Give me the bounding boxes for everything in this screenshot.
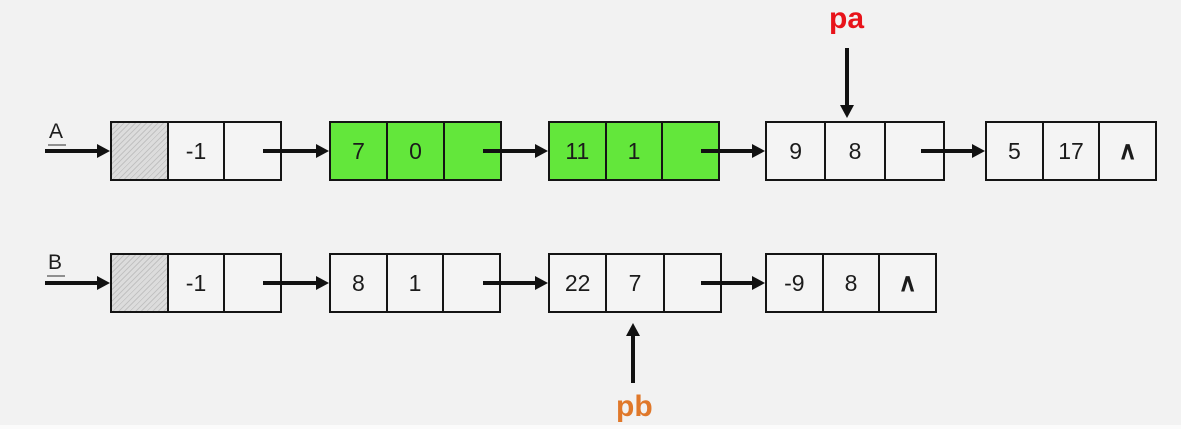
node-cell-value: 22 <box>550 255 608 311</box>
list-a-head-node: -1 <box>110 121 282 181</box>
hatched-cell <box>112 255 169 311</box>
list-a-arrow-1-2 <box>483 144 548 158</box>
node-cell-value: 0 <box>388 123 445 179</box>
node-cell-value: 7 <box>331 123 388 179</box>
null-pointer-cell: ∧ <box>1118 137 1137 165</box>
list-b-node-2: 22 7 <box>548 253 722 313</box>
list-a-label: A <box>48 120 67 147</box>
list-a-node-3: 9 8 <box>765 121 945 181</box>
node-cell-value: 9 <box>767 123 827 179</box>
list-a-arrow-3-4 <box>921 144 985 158</box>
pb-pointer-label: pb <box>616 390 653 423</box>
list-a-entry-arrow <box>45 144 110 158</box>
list-b-node-1: 8 1 <box>329 253 501 313</box>
node-cell-value: 7 <box>607 255 665 311</box>
list-b-arrow-1-2 <box>483 276 548 290</box>
node-cell-value: 8 <box>331 255 388 311</box>
list-b-arrow-2-3 <box>701 276 765 290</box>
list-b-arrow-0-1 <box>263 276 329 290</box>
node-cell-value: -1 <box>169 255 226 311</box>
node-cell-value: -9 <box>767 255 824 311</box>
hatched-cell <box>112 123 169 179</box>
list-a-tail-node: 5 17 ∧ <box>985 121 1157 181</box>
list-b-label: B <box>47 251 66 278</box>
bottom-edge <box>0 425 1181 429</box>
null-pointer-cell: ∧ <box>898 269 917 297</box>
node-cell-value: -1 <box>169 123 226 179</box>
pb-pointer-arrow <box>626 323 640 383</box>
node-cell-value: 8 <box>824 255 881 311</box>
list-a-node-2: 11 1 <box>548 121 720 181</box>
pa-pointer-arrow <box>840 48 854 118</box>
list-b-entry-arrow <box>45 276 110 290</box>
node-cell-value: 8 <box>826 123 886 179</box>
node-cell-value: 1 <box>388 255 445 311</box>
list-b-tail-node: -9 8 ∧ <box>765 253 937 313</box>
list-a-arrow-2-3 <box>701 144 765 158</box>
list-a-arrow-0-1 <box>263 144 329 158</box>
list-b-head-node: -1 <box>110 253 282 313</box>
node-cell-value: 1 <box>607 123 664 179</box>
pa-pointer-label: pa <box>829 2 865 35</box>
node-cell-value: 11 <box>550 123 607 179</box>
node-cell-value: 5 <box>987 123 1044 179</box>
node-cell-value: 17 <box>1044 123 1101 179</box>
list-a-node-1: 7 0 <box>329 121 502 181</box>
